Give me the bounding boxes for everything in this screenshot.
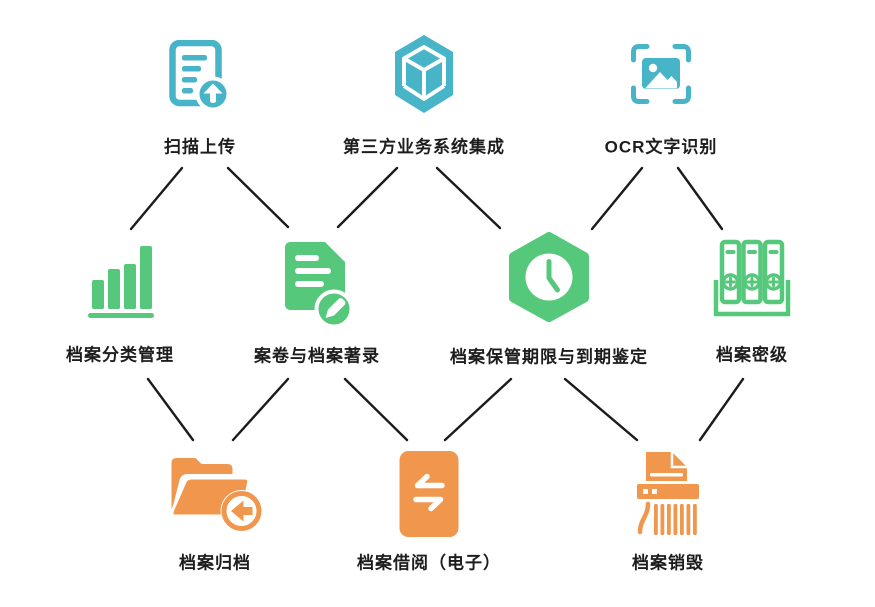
node-label-borrowing: 档案借阅（电子） <box>357 553 501 573</box>
edge-scan-upload-to-description <box>226 166 290 229</box>
node-label-security-level: 档案密级 <box>716 345 788 365</box>
edge-description-to-archiving <box>231 377 290 442</box>
node-label-integration: 第三方业务系统集成 <box>343 137 505 157</box>
edge-retention-to-borrowing <box>443 377 513 442</box>
cube-icon <box>390 33 458 115</box>
edge-classification-to-archiving <box>146 377 195 442</box>
document-upload-icon <box>169 40 231 114</box>
edge-description-to-borrowing <box>343 377 409 442</box>
archive-binders-icon <box>712 238 792 324</box>
document-edit-icon <box>278 239 356 331</box>
node-label-destruction: 档案销毁 <box>632 553 704 573</box>
edge-security-level-to-destruction <box>698 377 745 442</box>
edge-ocr-to-retention <box>590 166 644 231</box>
node-label-ocr: OCR文字识别 <box>604 137 718 157</box>
node-label-description: 案卷与档案著录 <box>254 346 380 366</box>
node-label-classification: 档案分类管理 <box>66 345 174 365</box>
edge-integration-to-retention <box>435 166 502 230</box>
edge-scan-upload-to-classification <box>129 166 184 231</box>
edge-ocr-to-security-level <box>676 166 724 231</box>
edge-integration-to-description <box>336 166 399 229</box>
shredder-icon <box>635 450 701 540</box>
bar-chart-icon <box>84 243 156 321</box>
ocr-image-scan-icon <box>630 43 692 105</box>
clock-hexagon-icon <box>507 231 591 323</box>
node-label-retention: 档案保管期限与到期鉴定 <box>450 347 648 367</box>
edge-retention-to-destruction <box>563 377 639 442</box>
swap-arrows-icon <box>397 448 461 540</box>
node-label-scan-upload: 扫描上传 <box>164 137 236 157</box>
folder-receive-icon <box>168 450 263 536</box>
node-label-archiving: 档案归档 <box>179 553 251 573</box>
